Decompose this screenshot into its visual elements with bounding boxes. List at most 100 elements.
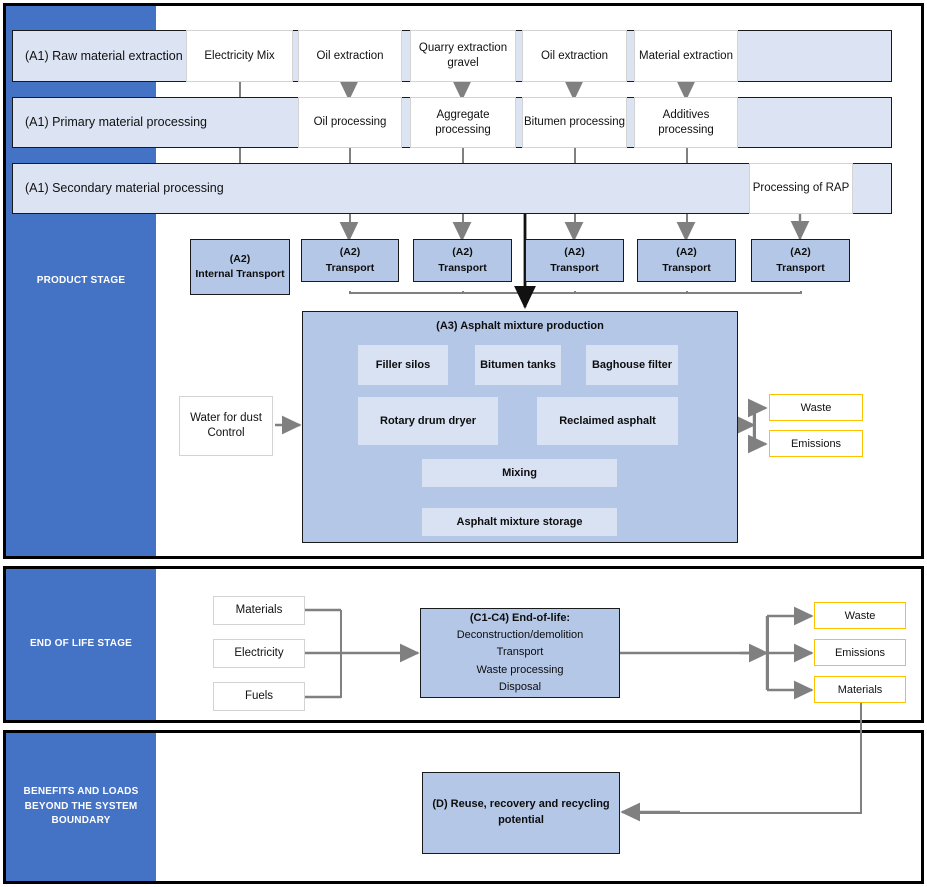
connector-transport-3-stub [574, 291, 577, 294]
connector-materials-to-d-vertical [860, 703, 863, 814]
process-box-label: Quarry extraction gravel [418, 42, 508, 69]
connector-transport-5-stub [800, 291, 803, 294]
eol-output-emissions[interactable]: Emissions [814, 639, 906, 666]
production-output-label: Emissions [790, 437, 842, 450]
process-box-bitumen-processing[interactable]: Bitumen processing [522, 97, 627, 148]
process-box-label: Oil extraction [316, 49, 384, 62]
production-output-emissions[interactable]: Emissions [769, 430, 863, 457]
a1-row-label: (A1) Raw material extraction [25, 48, 183, 63]
transport-box-label: Transport [438, 261, 487, 274]
eol-process-line: Disposal [498, 680, 542, 693]
stage-band-product: PRODUCT STAGE [6, 6, 156, 556]
transport-box-code: (A2) [790, 246, 811, 259]
process-box-label: Aggregate processing [435, 108, 491, 136]
process-box-label: Processing of RAP [752, 182, 850, 195]
transport-box-4[interactable]: (A2) Transport [637, 239, 736, 282]
production-unit-label: Rotary drum dryer [380, 414, 476, 427]
process-box-material-extraction[interactable]: Material extraction [634, 30, 738, 82]
transport-box-3[interactable]: (A2) Transport [525, 239, 624, 282]
production-unit-mixing[interactable]: Mixing [422, 459, 617, 487]
eol-input-fuels[interactable]: Fuels [213, 682, 305, 711]
stage-label-end-of-life: END OF LIFE STAGE [29, 638, 133, 650]
production-unit-label: Baghouse filter [591, 358, 673, 371]
process-box-oil-extraction-1[interactable]: Oil extraction [298, 30, 402, 82]
transport-box-label: Transport [550, 261, 599, 274]
eol-output-label: Emissions [834, 646, 886, 659]
stage-label-benefits: BENEFITS AND LOADS BEYOND THE SYSTEM BOU… [23, 786, 139, 827]
production-unit-label: Filler silos [375, 358, 431, 371]
eol-output-materials[interactable]: Materials [814, 676, 906, 703]
transport-box-label: Transport [776, 261, 825, 274]
transport-box-internal-transport[interactable]: (A2) Internal Transport [190, 239, 290, 295]
a1-row-label: (A1) Primary material processing [25, 115, 207, 130]
process-box-label: Oil extraction [540, 49, 609, 62]
eol-output-waste[interactable]: Waste [814, 602, 906, 629]
eol-output-label: Waste [844, 609, 876, 622]
process-box-label: Additives processing [658, 108, 714, 136]
transport-box-label: Transport [325, 261, 375, 274]
transport-box-code: (A2) [564, 246, 585, 259]
eol-process-header: (C1-C4) End-of-life: [469, 612, 571, 625]
connector-electricity-vertical [239, 82, 242, 214]
eol-input-label: Electricity [234, 647, 284, 660]
production-unit-reclaimed-asphalt[interactable]: Reclaimed asphalt [537, 397, 678, 445]
eol-process-c1-c4[interactable]: (C1-C4) End-of-life: Deconstruction/demo… [420, 608, 620, 698]
production-unit-baghouse-filter[interactable]: Baghouse filter [586, 345, 678, 385]
connector-eol-output-bus [767, 615, 770, 691]
stage-label-product: PRODUCT STAGE [36, 274, 126, 286]
connector-a3-output-bus [754, 407, 757, 445]
eol-process-line: Deconstruction/demolition [456, 629, 584, 642]
connector-transport-4-stub [686, 291, 689, 294]
transport-box-2[interactable]: (A2) Transport [413, 239, 512, 282]
a1-row-label: (A1) Secondary material processing [25, 181, 224, 196]
eol-process-line: Waste processing [476, 663, 564, 676]
connector-materials-to-d-horizontal [625, 812, 862, 815]
process-box-aggregate-processing[interactable]: Aggregate processing [410, 97, 516, 148]
production-unit-label: Asphalt mixture storage [456, 515, 583, 528]
eol-output-label: Materials [837, 683, 883, 696]
process-box-additives-processing[interactable]: Additives processing [634, 97, 738, 148]
transport-box-code: (A2) [452, 246, 473, 259]
transport-box-code: (A2) [229, 252, 251, 265]
eol-input-electricity[interactable]: Electricity [213, 639, 305, 668]
transport-box-1[interactable]: (A2) Transport [301, 239, 399, 282]
transport-box-label: Transport [662, 261, 711, 274]
process-box-electricity-mix[interactable]: Electricity Mix [186, 30, 293, 82]
production-unit-asphalt-mixture-storage[interactable]: Asphalt mixture storage [422, 508, 617, 536]
production-input-water-for-dust-control[interactable]: Water for dust Control [179, 396, 273, 456]
eol-input-label: Fuels [244, 690, 274, 703]
connector-a2-1-down [349, 291, 352, 294]
transport-box-code: (A2) [339, 246, 361, 259]
benefits-box-label: (D) Reuse, recovery and recycling potent… [432, 798, 610, 826]
transport-box-5[interactable]: (A2) Transport [751, 239, 850, 282]
production-unit-rotary-drum-dryer[interactable]: Rotary drum dryer [358, 397, 498, 445]
connector-transport-2-stub [462, 291, 465, 294]
process-box-label: Bitumen processing [524, 116, 625, 129]
process-box-label: Electricity Mix [204, 49, 275, 62]
production-title: (A3) Asphalt mixture production [436, 320, 604, 332]
production-output-label: Waste [800, 401, 832, 414]
a1-row-secondary-material-processing: (A1) Secondary material processing [12, 163, 892, 214]
process-box-processing-of-rap[interactable]: Processing of RAP [749, 163, 853, 214]
process-box-quarry-extraction-gravel[interactable]: Quarry extraction gravel [410, 30, 516, 82]
production-unit-filler-silos[interactable]: Filler silos [358, 345, 448, 385]
transport-box-code: (A2) [676, 246, 697, 259]
eol-input-materials[interactable]: Materials [213, 596, 305, 625]
connector-eol-input-bus [340, 610, 343, 698]
production-unit-label: Bitumen tanks [480, 358, 556, 371]
eol-input-label: Materials [235, 604, 283, 617]
production-input-label: Water for dust Control [190, 412, 262, 439]
production-unit-bitumen-tanks[interactable]: Bitumen tanks [475, 345, 561, 385]
process-box-oil-processing[interactable]: Oil processing [298, 97, 402, 148]
process-box-label: Material extraction [639, 49, 733, 62]
stage-band-end-of-life: END OF LIFE STAGE [6, 569, 156, 720]
process-box-label: Oil processing [313, 116, 387, 129]
transport-box-label: Internal Transport [195, 268, 285, 280]
process-box-oil-extraction-2[interactable]: Oil extraction [522, 30, 627, 82]
production-unit-label: Mixing [502, 466, 537, 479]
stage-band-benefits: BENEFITS AND LOADS BEYOND THE SYSTEM BOU… [6, 733, 156, 881]
eol-process-line: Transport [496, 646, 544, 659]
benefits-box-reuse-recovery-recycling[interactable]: (D) Reuse, recovery and recycling potent… [422, 772, 620, 854]
production-output-waste[interactable]: Waste [769, 394, 863, 421]
